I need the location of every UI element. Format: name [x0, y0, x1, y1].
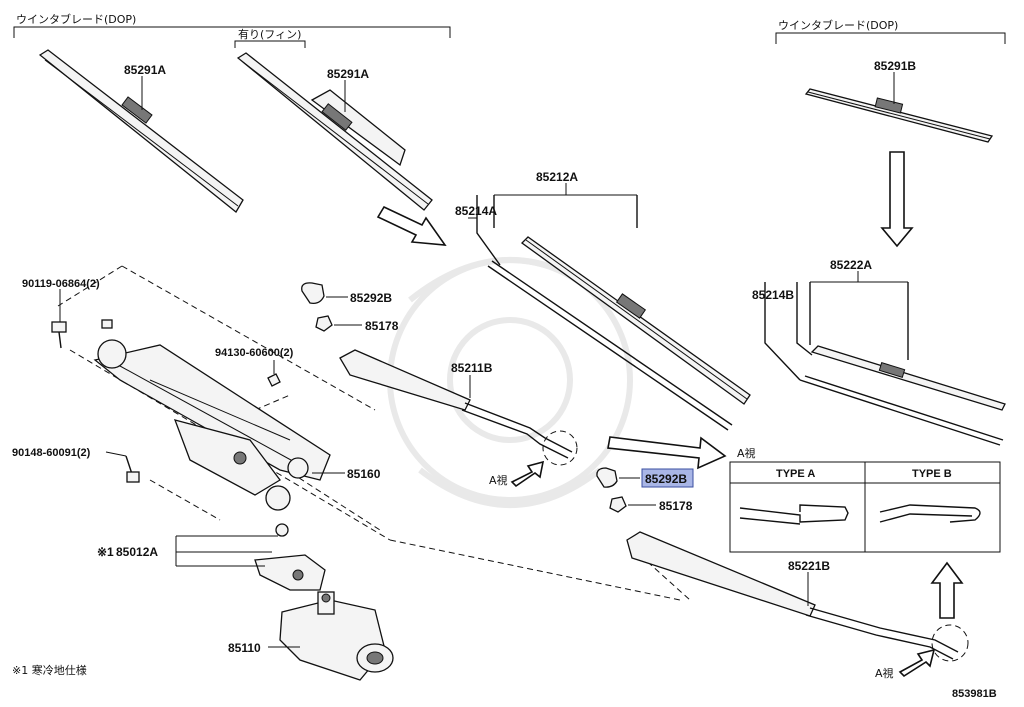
label-90119: 90119-06864(2): [22, 278, 100, 290]
label-85221b: 85221B: [788, 559, 830, 573]
diagram-id: 853981B: [952, 688, 997, 700]
highlight-box: [641, 468, 694, 488]
arrow-up-to-detail: [930, 561, 964, 619]
wiper-motor: [279, 591, 394, 681]
label-85291a-left: 85291A: [124, 63, 166, 77]
nut-upper-link: [267, 373, 281, 387]
label-85291b: 85291B: [874, 59, 916, 73]
header-bracket-left: [13, 26, 451, 48]
wiper-arm-lower: [626, 531, 969, 662]
label-94130: 94130-60600(2): [215, 347, 294, 359]
a-view-label: A視: [737, 446, 756, 460]
blade-assy-b: [764, 281, 1006, 446]
type-b-label: TYPE B: [912, 468, 952, 480]
left-blade-group-label: ウインタブレード(DOP): [16, 12, 136, 26]
watermark-emblem: [387, 257, 633, 508]
winter-blade-b: [804, 88, 994, 143]
bolt-lower: [125, 455, 140, 483]
wiper-arm-upper: [339, 349, 578, 466]
label-85292b-upper: 85292B: [350, 291, 392, 305]
type-a-label: TYPE A: [776, 468, 815, 480]
nut-lower: [609, 496, 627, 513]
label-85214a: 85214A: [455, 204, 497, 218]
right-blade-group-label: ウインタブレード(DOP): [778, 18, 898, 32]
arrow-to-view-detail: [607, 436, 727, 470]
winter-blade-a-left: [38, 49, 244, 213]
left-blade-sub-label: 有り(フィン): [238, 27, 301, 41]
cap-lower: [596, 467, 618, 488]
label-85012a-prefix: ※1: [97, 545, 114, 559]
view-arrow-lower: [898, 648, 936, 678]
cap-upper: [301, 282, 325, 304]
wiper-link: [93, 339, 331, 511]
arrow-to-blade-a: [376, 205, 447, 246]
bolt-upper: [51, 319, 113, 349]
label-85214b: 85214B: [752, 288, 794, 302]
blade-assy-a: [476, 194, 751, 431]
header-bracket-right: [775, 32, 1006, 44]
label-85292b-lower[interactable]: 85292B: [645, 472, 687, 486]
arrow-down-to-blade-b: [880, 151, 914, 248]
label-85212a: 85212A: [536, 170, 578, 184]
label-85291a-right: 85291A: [327, 67, 369, 81]
label-85012a: 85012A: [116, 545, 158, 559]
view-detail-box: [729, 461, 1001, 553]
winter-blade-a-fin: [236, 52, 433, 211]
label-85178-upper: 85178: [365, 319, 399, 333]
view-arrow-upper: [510, 460, 545, 488]
label-85160: 85160: [347, 467, 381, 481]
label-85110: 85110: [228, 641, 261, 655]
wiper-crank: [254, 523, 326, 591]
a-view-mark-upper: A視: [489, 473, 508, 487]
label-85211b: 85211B: [451, 361, 493, 375]
footnote: ※1 寒冷地仕様: [12, 663, 87, 677]
a-view-mark-lower: A視: [875, 666, 894, 680]
nut-upper: [315, 315, 333, 332]
label-85178-lower: 85178: [659, 499, 693, 513]
label-90148: 90148-60091(2): [12, 447, 91, 459]
label-85222a: 85222A: [830, 258, 872, 272]
